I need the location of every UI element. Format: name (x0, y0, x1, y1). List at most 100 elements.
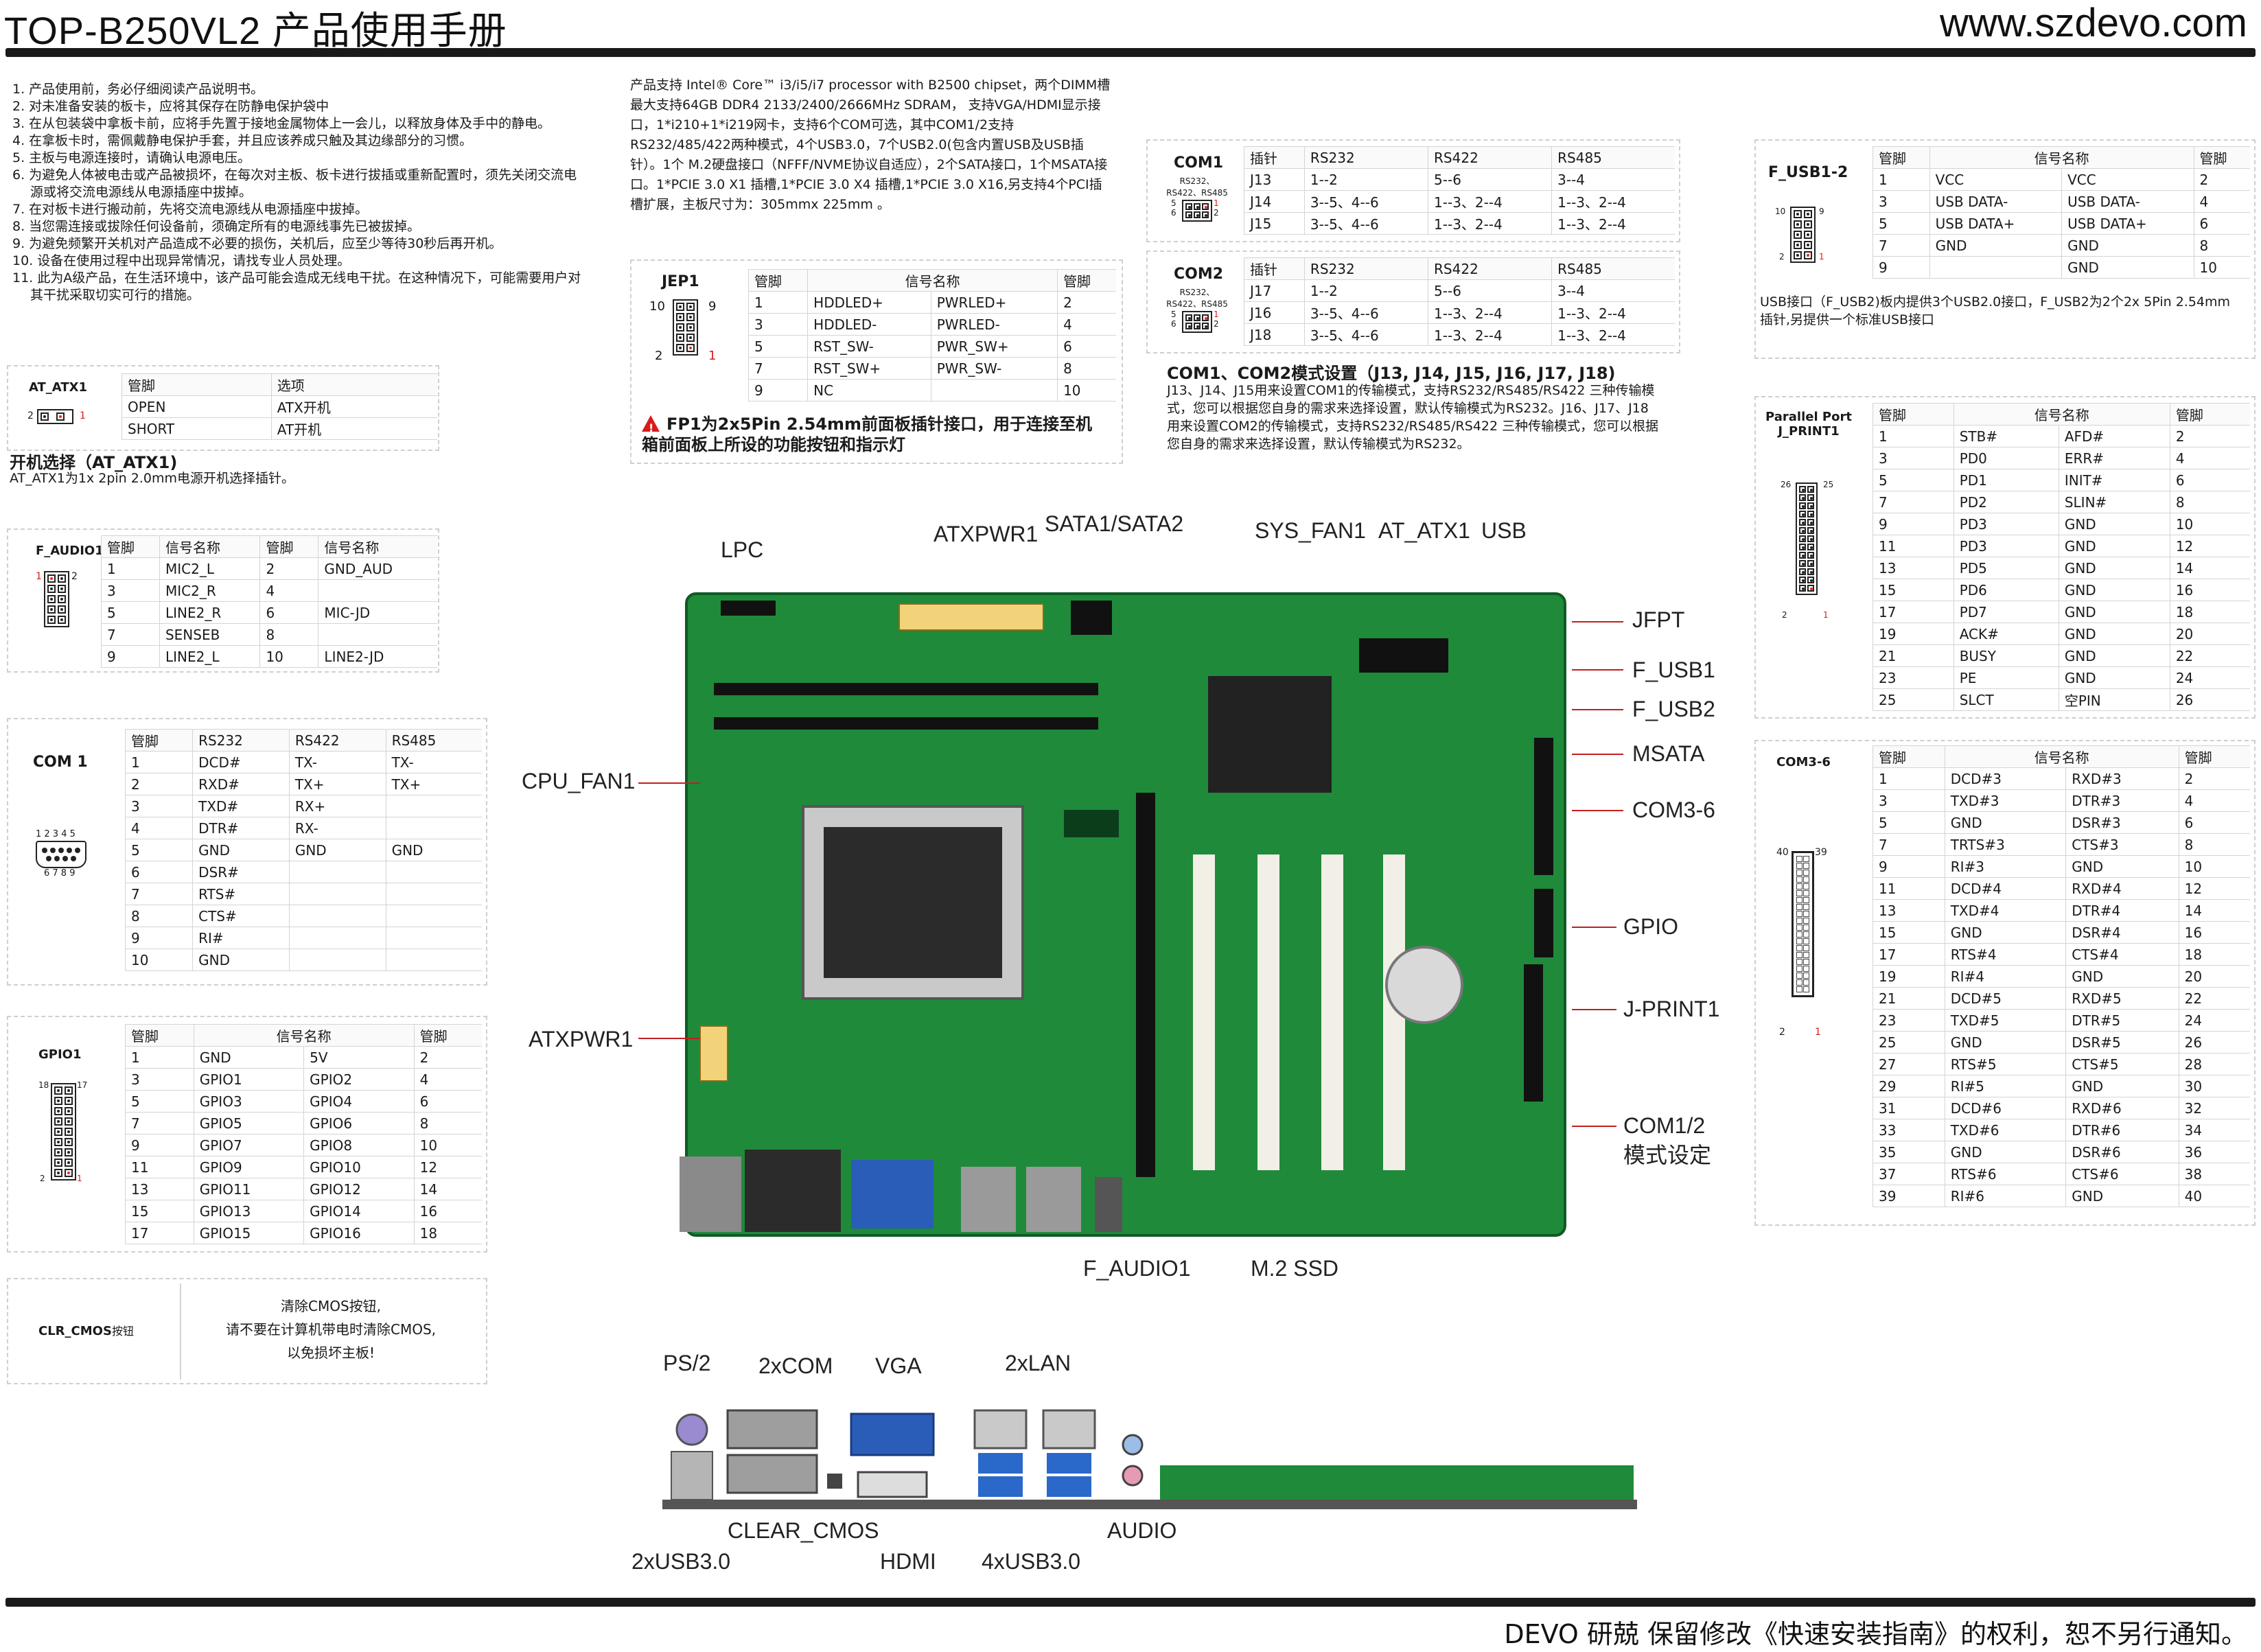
com36-cell: 6 (2178, 811, 2250, 834)
bottom-rule (5, 1598, 2256, 1607)
com36-cell: GND (2065, 1185, 2179, 1207)
com36-cell: 15 (1872, 921, 1945, 944)
com36-cell: 24 (2178, 1009, 2250, 1032)
usb3-stack-left (671, 1451, 713, 1500)
jep1-label: JEP1 (662, 273, 699, 290)
at-atx1-caption-title: 开机选择（AT_ATX1) (10, 453, 178, 472)
parallel-port-label: Parallel Port J_PRINT1 (1765, 410, 1852, 439)
hdmi-port (857, 1471, 928, 1498)
note-item: 9. 为避免频繁开关机对产品造成不必要的损伤，关机后，应至少等待30秒后再开机。 (12, 236, 502, 251)
com36-cell: DTR#3 (2065, 789, 2179, 812)
com36-cell: 33 (1872, 1119, 1945, 1141)
com36-cell: 2 (2178, 767, 2250, 790)
product-description: 产品支持 Intel® Core™ i3/i5/i7 processor wit… (630, 78, 1111, 212)
com36-cell: 19 (1872, 965, 1945, 988)
audio-jack-2 (1122, 1465, 1144, 1487)
com36-cell: RXD#5 (2065, 987, 2179, 1010)
notes-list: 1. 产品使用前，务必仔细阅读产品说明书。 2. 对未准备安装的板卡，应将其保存… (12, 81, 589, 304)
com36-cell: 17 (1872, 943, 1945, 966)
com36-cell: 20 (2178, 965, 2250, 988)
leader-line (1572, 1009, 1616, 1010)
website-url[interactable]: www.szdevo.com (1939, 1, 2247, 45)
rear-vga-port (851, 1160, 934, 1229)
com36-cell: 1 (1872, 767, 1945, 790)
board-label-atxpwr1-left: ATXPWR1 (529, 1027, 634, 1051)
board-label-m2-ssd: M.2 SSD (1251, 1256, 1339, 1281)
vga-port (850, 1412, 935, 1456)
com-port-2 (726, 1454, 818, 1494)
com36-header (1534, 738, 1553, 875)
com36-cell: 31 (1872, 1097, 1945, 1119)
com36-cell: RTS#6 (1944, 1163, 2066, 1185)
com36-cell: CTS#4 (2065, 943, 2179, 966)
board-label-usb: USB (1481, 518, 1527, 543)
com36-cell: RTS#4 (1944, 943, 2066, 966)
board-label-f-audio1: F_AUDIO1 (1083, 1256, 1191, 1281)
lan-port-1 (973, 1409, 1028, 1450)
com-mode-caption-title: COM1、COM2模式设置（J13, J14, J15, J16, J17, J… (1167, 364, 1616, 383)
io-backplate (662, 1500, 1637, 1509)
clr-cmos-box: CLR_CMOS按钮 清除CMOS按钮, 请不要在计算机带电时清除CMOS, 以… (7, 1278, 487, 1384)
io-label-hdmi: HDMI (880, 1549, 936, 1574)
com36-cell: GND (2065, 855, 2179, 878)
msata-slot (1359, 638, 1448, 673)
f-usb12-caption: USB接口（F_USB2)板内提供3个USB2.0接口，F_USB2为2个2x … (1760, 294, 2231, 327)
board-label-lpc: LPC (721, 537, 764, 562)
sata-connector (1071, 601, 1112, 635)
board-label-j-print1: J-PRINT1 (1623, 997, 1720, 1021)
jep1-warning: FP1为2x5Pin 2.54mm前面板插针接口，用于连接至机箱前面板上所设的功… (642, 414, 1109, 455)
com36-cell: 38 (2178, 1163, 2250, 1185)
note-item: 8. 当您需连接或拔除任何设备前，须确定所有的电源线事先已被拔掉。 (12, 219, 421, 234)
at-atx1-caption-text: AT_ATX1为1x 2pin 2.0mm电源开机选择插针。 (10, 471, 294, 486)
usb3-port-1 (978, 1453, 1023, 1474)
com1-label: COM 1 (33, 754, 88, 771)
board-label-msata: MSATA (1632, 741, 1705, 766)
chipset-heatsink (1208, 676, 1332, 793)
com36-cell: 7 (1872, 833, 1945, 856)
com1-mode-sub: RS232、RS422、RS485 (1166, 176, 1228, 198)
jprint-header (1524, 964, 1543, 1102)
com36-cell: GND (2065, 1075, 2179, 1097)
board-label-at-atx1: AT_ATX1 (1378, 518, 1470, 543)
note-item: 6. 为避免人体被电击或产品被损坏，在每次对主板、板卡进行拔插或重新配置时，须先… (12, 167, 577, 200)
com36-cell: RXD#3 (2065, 767, 2179, 790)
pci-slot-2 (1257, 854, 1279, 1170)
com36-cell: 4 (2178, 789, 2250, 812)
com2-mode-sub: RS232、RS422、RS485 (1166, 288, 1228, 309)
usb3-port-2 (978, 1476, 1023, 1497)
rear-audio (1095, 1177, 1122, 1232)
note-item: 2. 对未准备安装的板卡，应将其保存在防静电保护袋中 (12, 99, 329, 114)
footer-disclaimer: DEVO 研兢 保留修改《快速安装指南》的权利，恕不另行通知。 (1504, 1619, 2247, 1649)
parallel-port-box: Parallel Port J_PRINT1 26 25 2 1 管脚信号名称管… (1754, 396, 2256, 719)
com36-cell: DSR#5 (2065, 1031, 2179, 1054)
rear-com-ports (745, 1150, 841, 1232)
io-label-2xusb3: 2xUSB3.0 (631, 1549, 731, 1574)
com36-cell: 16 (2178, 921, 2250, 944)
com36-cell: RTS#5 (1944, 1053, 2066, 1075)
cmos-battery (1385, 946, 1463, 1024)
com36-cell: 13 (1872, 899, 1945, 922)
com36-cell: TRTS#3 (1944, 833, 2066, 856)
com36-cell: GND (1944, 1031, 2066, 1054)
db9-connector-icon: 1 2 3 4 5 6 7 8 9 (36, 829, 86, 879)
leader-line (1572, 669, 1623, 671)
pcb-board (685, 592, 1566, 1237)
com36-cell: GND (1944, 921, 2066, 944)
com36-cell: 22 (2178, 987, 2250, 1010)
com36-cell: 10 (2178, 855, 2250, 878)
note-item: 4. 在拿板卡时，需佩戴静电保护手套，并且应该养成只触及其边缘部分的习惯。 (12, 133, 473, 148)
com36-cell: 9 (1872, 855, 1945, 878)
io-label-ps2: PS/2 (663, 1351, 711, 1375)
com36-cell: TXD#4 (1944, 899, 2066, 922)
com1-mode-label: COM1 (1174, 154, 1224, 172)
com36-box: COM3-6 40 39 document.write(Array(40).fi… (1754, 740, 2256, 1226)
com36-cell: 23 (1872, 1009, 1945, 1032)
